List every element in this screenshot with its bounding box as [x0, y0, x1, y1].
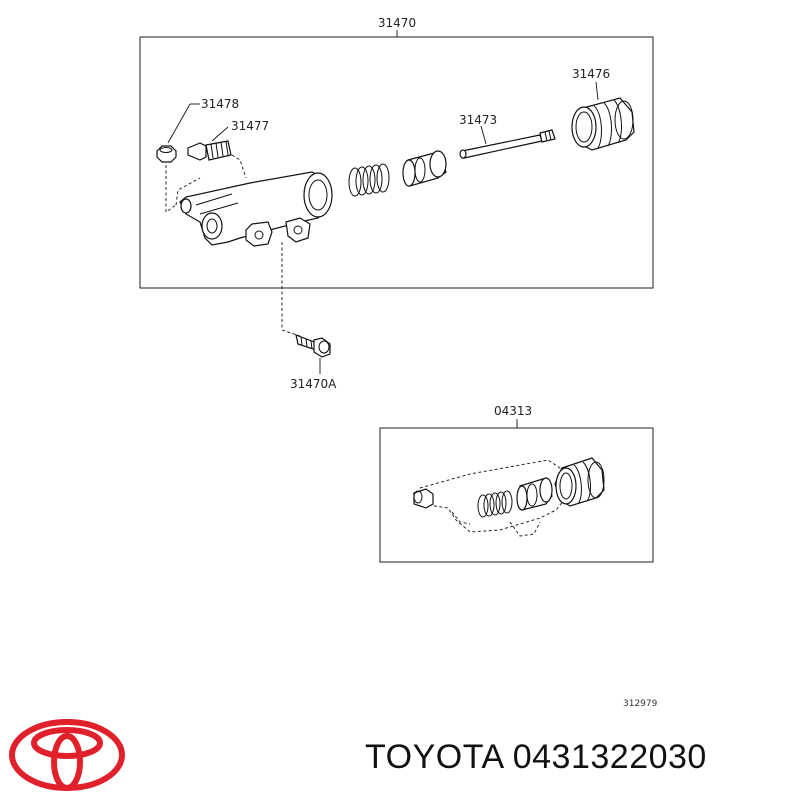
boot-part — [571, 81, 635, 151]
label-push-rod: 31473 — [459, 113, 497, 127]
label-repair-kit: 04313 — [494, 404, 532, 418]
drawing-code: 312979 — [623, 699, 658, 709]
toyota-logo — [9, 719, 125, 791]
part-number: 0431322030 — [512, 738, 707, 776]
brand-part-number: TOYOTA 0431322030 — [365, 738, 795, 777]
kit-spring-part — [477, 490, 513, 518]
kit-body-ghost — [419, 459, 565, 533]
cylinder-body-part — [179, 171, 333, 247]
assembly-frame — [139, 30, 654, 289]
kit-bleeder-part — [413, 488, 434, 509]
repair-kit-frame — [379, 419, 654, 563]
kit-piston-part — [516, 477, 553, 511]
kit-boot-part — [554, 457, 605, 507]
bleeder-guide — [165, 165, 201, 213]
piston-part — [402, 150, 447, 187]
label-boot: 31476 — [572, 67, 610, 81]
label-bleeder-cap: 31478 — [201, 97, 239, 111]
bolt-guide — [281, 242, 301, 337]
bolt-part — [295, 334, 331, 374]
push-rod-part — [459, 125, 556, 159]
brand-name: TOYOTA — [365, 738, 503, 776]
label-bleeder-plug: 31477 — [231, 119, 269, 133]
label-assembly: 31470 — [378, 16, 416, 30]
spring-part — [348, 163, 390, 197]
label-bolt: 31470A — [290, 377, 337, 391]
bleeder-plug-part — [187, 126, 232, 161]
bleeder-cap-part — [156, 103, 200, 163]
